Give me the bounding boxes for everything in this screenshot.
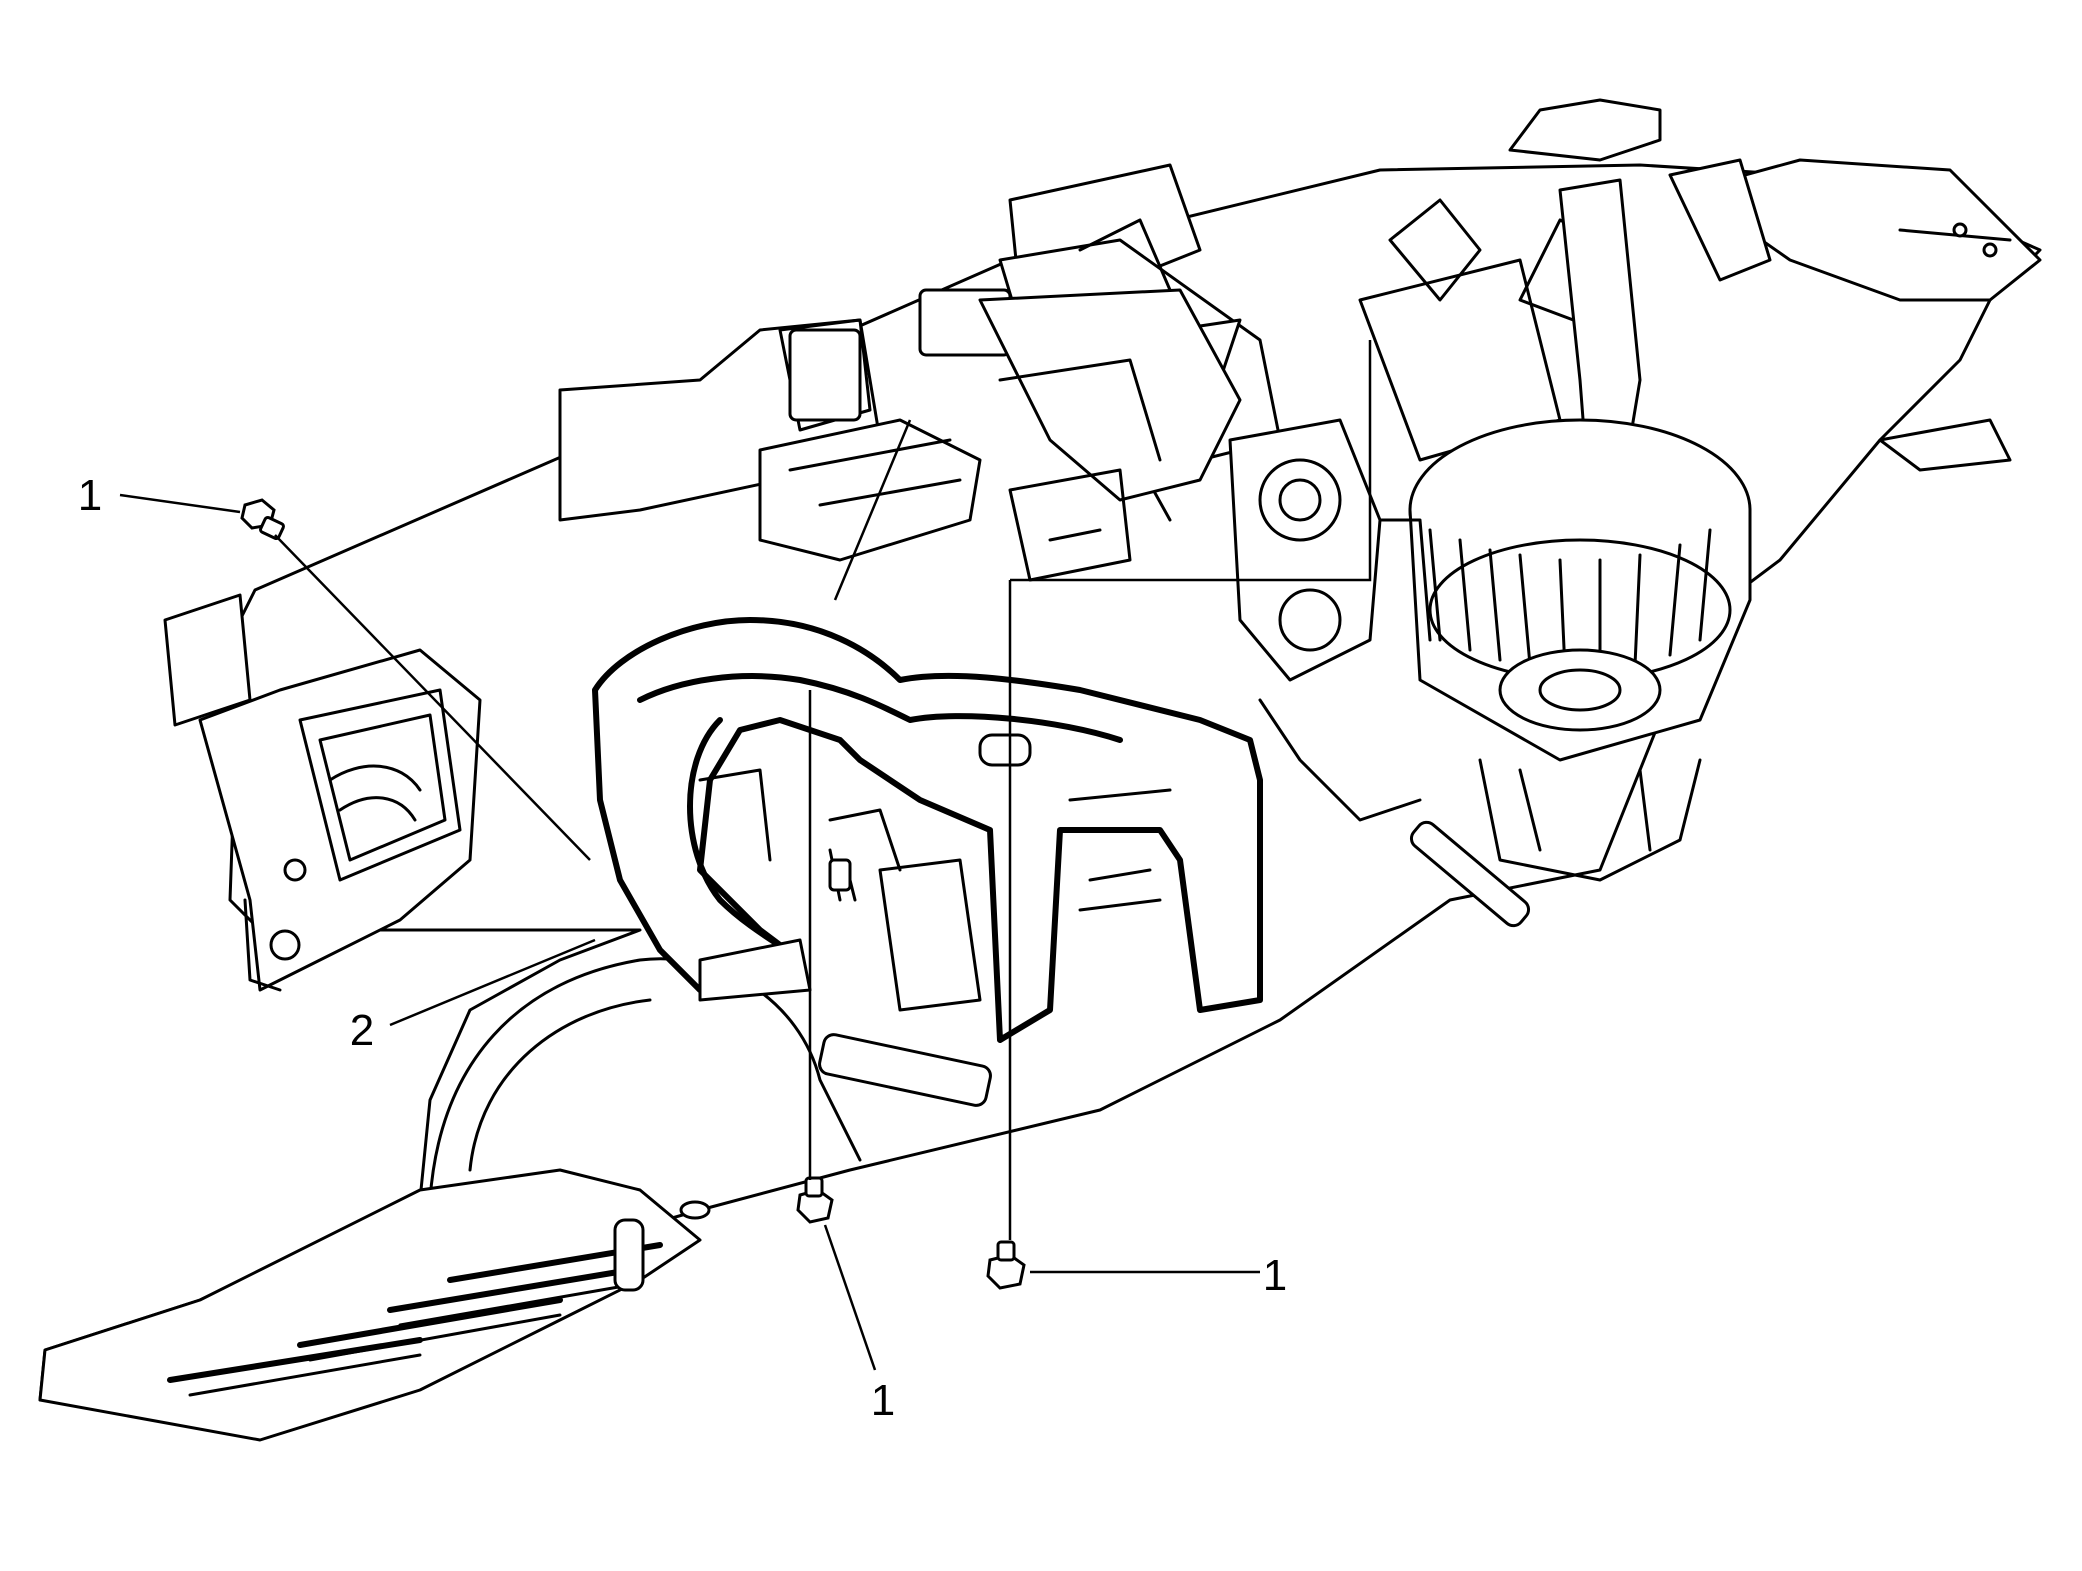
callout-label-1-lower-center: 1	[871, 1376, 895, 1425]
bolt-lower-center	[796, 1176, 834, 1224]
blower-motor	[1408, 418, 1752, 882]
upper-duct	[758, 288, 1242, 582]
bolt-lower-right	[986, 1240, 1026, 1290]
left-side-bracket	[163, 593, 482, 992]
alignment-lines	[274, 340, 1372, 1240]
bolt-upper-left	[240, 498, 285, 540]
callout-label-1-upper-left: 1	[78, 471, 102, 520]
callout-label-1-lower-right: 1	[1263, 1251, 1287, 1300]
rear-floor-duct	[592, 617, 1263, 1043]
callout-label-2: 2	[350, 1006, 374, 1055]
actuator-assembly	[1228, 418, 1432, 822]
callout-leaders	[119, 493, 1260, 1371]
